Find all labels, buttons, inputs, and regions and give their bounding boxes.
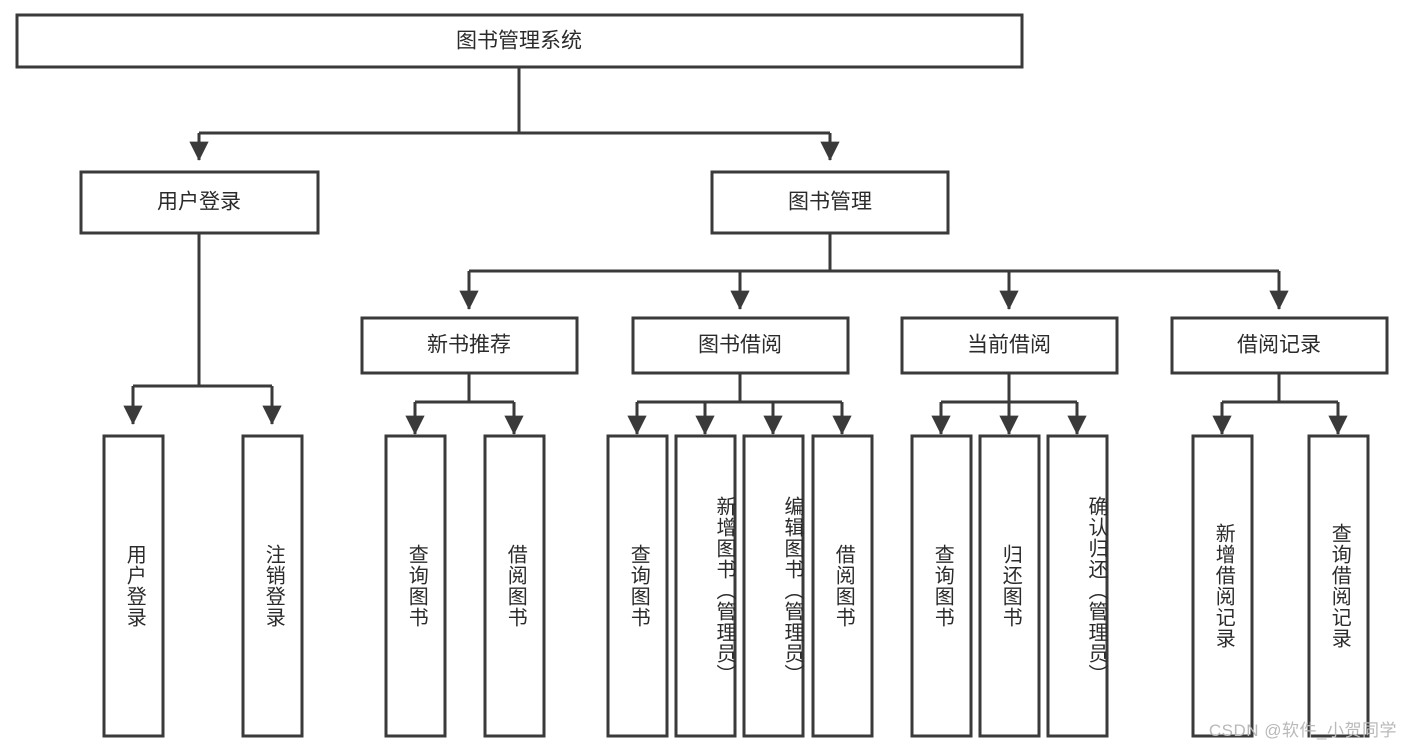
connector-borrow-to-leaves xyxy=(627,373,852,435)
node-borrow-rect[interactable] xyxy=(631,316,850,375)
node-current-label: 当前借阅 xyxy=(967,334,1051,357)
watermark-text: CSDN @软件_小贺同学 xyxy=(1208,721,1397,740)
node-records-rect[interactable] xyxy=(1170,316,1389,375)
connector-current-to-leaves xyxy=(931,373,1087,435)
leaf-records-add-rect[interactable] xyxy=(1191,434,1254,738)
node-records[interactable]: 借阅记录 xyxy=(1170,316,1389,375)
connector-records-to-leaves xyxy=(1212,373,1348,435)
leaf-current-return-rect[interactable] xyxy=(978,434,1041,738)
leaf-current-query-rect[interactable] xyxy=(910,434,973,738)
node-current-rect[interactable] xyxy=(900,316,1119,375)
node-borrow[interactable]: 图书借阅 xyxy=(631,316,850,375)
node-login-label: 用户登录 xyxy=(157,191,241,214)
node-root[interactable]: 图书管理系统 xyxy=(15,13,1024,69)
node-newbook-label: 新书推荐 xyxy=(427,334,511,357)
leaf-login-logout-rect[interactable] xyxy=(241,434,304,738)
node-root-rect[interactable] xyxy=(15,13,1024,69)
leaf-borrow-add-rect[interactable] xyxy=(674,434,737,738)
node-bookmgmt-rect[interactable] xyxy=(710,170,950,235)
node-bookmgmt-label: 图书管理 xyxy=(788,191,872,214)
leaf-login-user-rect[interactable] xyxy=(102,434,165,738)
connector-newbook-to-leaves xyxy=(405,373,524,435)
leaf-borrow-lend-rect[interactable] xyxy=(811,434,874,738)
leaf-current-confirm-rect[interactable] xyxy=(1046,434,1109,738)
leaf-borrow-query-rect[interactable] xyxy=(606,434,669,738)
node-root-label: 图书管理系统 xyxy=(456,30,582,53)
node-newbook-rect[interactable] xyxy=(360,316,579,375)
node-current[interactable]: 当前借阅 xyxy=(900,316,1119,375)
node-bookmgmt[interactable]: 图书管理 xyxy=(710,170,950,235)
node-login[interactable]: 用户登录 xyxy=(79,170,320,235)
node-borrow-label: 图书借阅 xyxy=(698,334,782,357)
connector-root-to-level1 xyxy=(189,67,840,161)
node-newbook[interactable]: 新书推荐 xyxy=(360,316,579,375)
connector-login-to-leaves xyxy=(123,233,282,425)
leaf-borrow-edit-rect[interactable] xyxy=(742,434,805,738)
leaf-records-query-rect[interactable] xyxy=(1307,434,1370,738)
node-records-label: 借阅记录 xyxy=(1237,334,1321,357)
leaf-newbook-borrow-rect[interactable] xyxy=(483,434,546,738)
leaf-newbook-query-rect[interactable] xyxy=(384,434,447,738)
connector-bookmgmt-to-level2 xyxy=(459,233,1289,310)
